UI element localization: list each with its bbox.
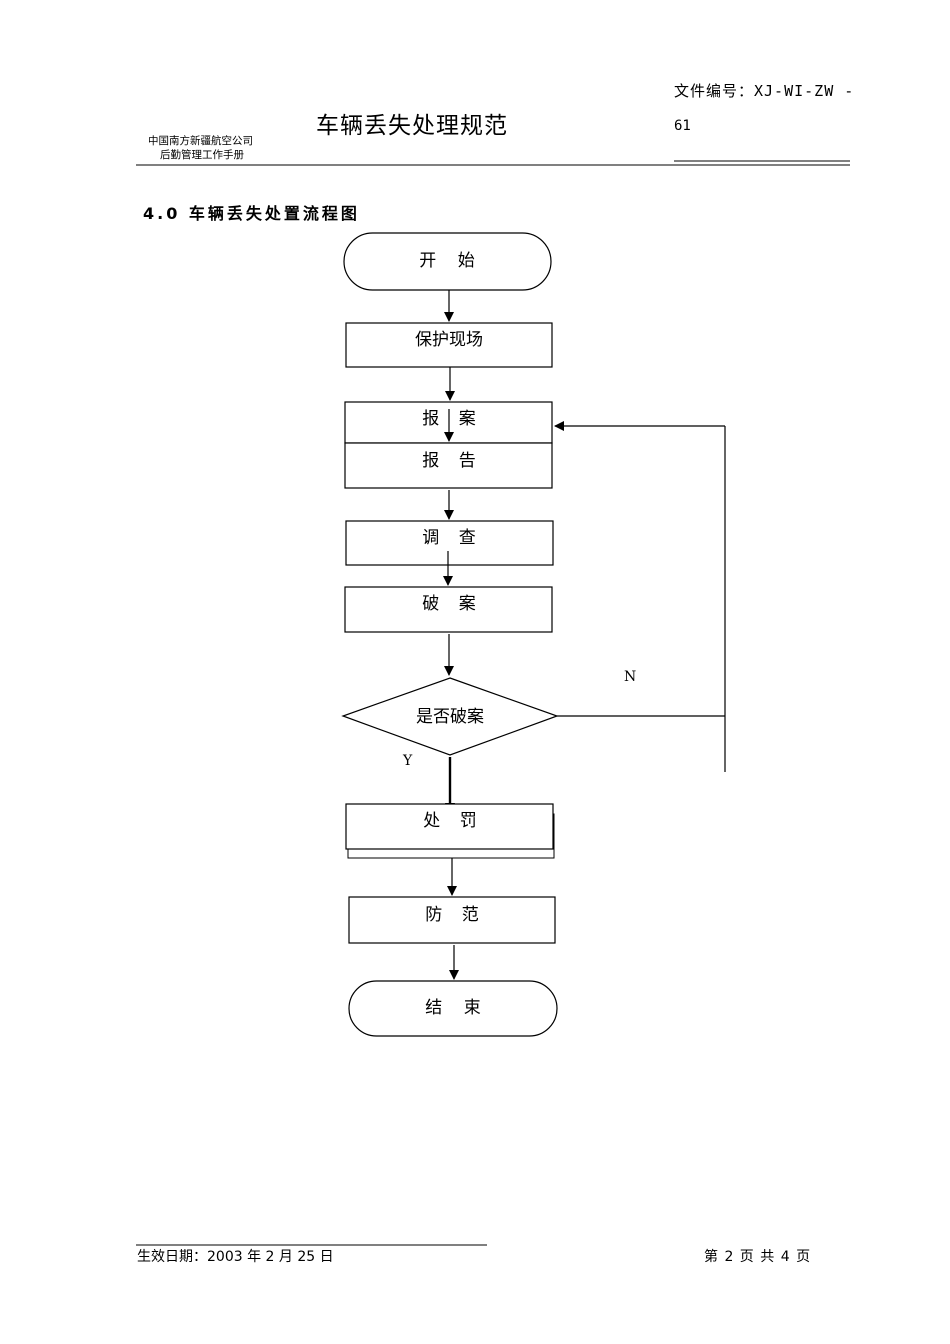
effective-date: 生效日期：2003 年 2 月 25 日 [137,1249,334,1265]
investigate-label: 调 查 [422,528,475,548]
solve-case-label: 破 案 [422,594,475,614]
punish-label: 处 罚 [423,811,476,831]
prevent-box [348,896,556,944]
report-label: 报 告 [422,451,475,471]
page-number: 第 2 页 共 4 页 [704,1249,811,1265]
company-name: 中国南方新疆航空公司 后勤管理工作手册 [148,134,253,162]
document-number: 文件编号：XJ-WI-ZW - [674,82,855,100]
decision-diamond [341,677,559,756]
protect-scene-box [345,322,553,368]
end-label: 结 束 [425,998,481,1018]
protect-scene-label: 保护现场 [415,330,483,350]
start-terminal [343,232,552,291]
no-label: N [624,669,636,685]
solve-case-box [344,586,553,633]
punish-box [345,803,554,850]
yes-label: Y [402,753,413,769]
start-label: 开 始 [419,251,475,271]
prevent-label: 防 范 [425,905,478,925]
decision-label: 是否破案 [416,707,484,727]
investigate-box [345,520,554,566]
end-terminal [348,980,558,1037]
report-box [344,442,553,489]
company-line-1: 中国南方新疆航空公司 [148,135,253,147]
company-line-2: 后勤管理工作手册 [160,149,244,161]
section-title: 4.0 车辆丢失处置流程图 [143,204,360,223]
document-title: 车辆丢失处理规范 [316,113,508,139]
document-number-suffix: 61 [674,118,691,134]
